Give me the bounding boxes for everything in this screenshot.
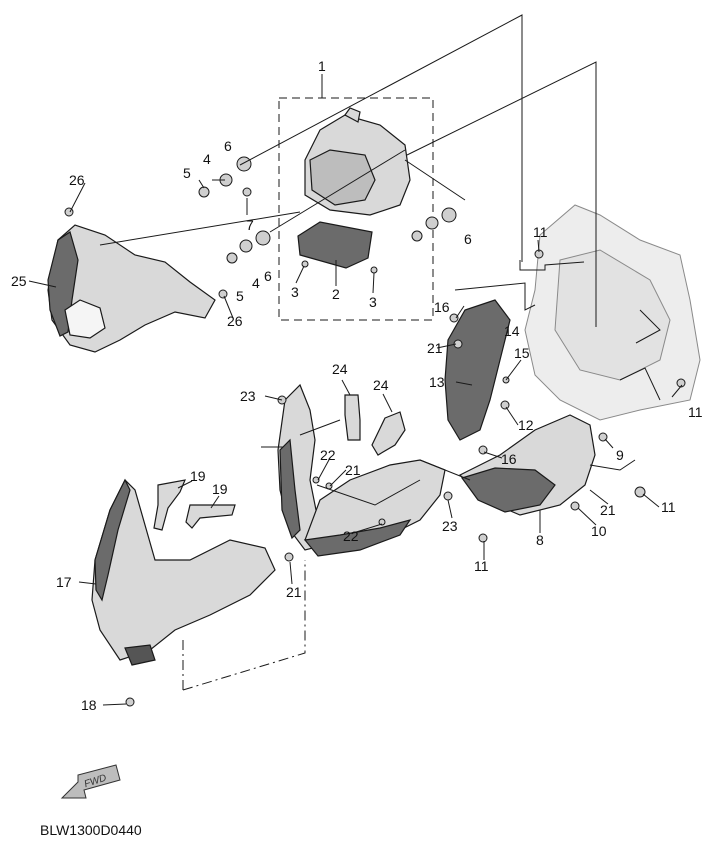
- callout-4-top: 4: [203, 151, 211, 167]
- callout-18: 18: [81, 697, 97, 713]
- callout-15: 15: [514, 345, 530, 361]
- callout-5-top: 5: [183, 165, 191, 181]
- callout-labels: 1 2 3 3 4 4 5 5 6 6 6 7 8 9 10 11 11 11 …: [11, 58, 703, 713]
- callout-11-bottom: 11: [474, 558, 489, 574]
- inner-panel-13: [444, 299, 511, 441]
- callout-14: 14: [504, 323, 520, 339]
- reference-lines: [99, 14, 661, 691]
- drawing-code: BLW1300D0440: [40, 822, 142, 838]
- duct-24-right: [371, 411, 406, 456]
- headlight-group-box: [278, 97, 434, 321]
- callout-24-a: 24: [332, 361, 348, 377]
- callout-22-a: 22: [320, 447, 336, 463]
- callout-21-a: 21: [427, 340, 443, 356]
- inner-cover-left: [277, 383, 326, 551]
- callout-23-a: 23: [240, 388, 256, 404]
- frame-assembly: [524, 204, 701, 421]
- callout-9: 9: [616, 447, 624, 463]
- duct-19-a: [153, 479, 186, 531]
- callout-6-mid: 6: [264, 268, 272, 284]
- fasteners: [64, 156, 686, 707]
- callout-11-lowright: 11: [661, 499, 676, 515]
- callout-19-a: 19: [190, 468, 206, 484]
- duct-19-b: [185, 504, 236, 529]
- side-duct-8: [458, 414, 596, 516]
- side-cowling: [91, 478, 276, 666]
- callout-6-right: 6: [464, 231, 472, 247]
- callout-2: 2: [332, 286, 340, 302]
- upper-cowling: [47, 224, 216, 353]
- callout-3-left: 3: [291, 284, 299, 300]
- callout-8: 8: [536, 532, 544, 548]
- callout-11-right: 11: [688, 404, 703, 420]
- callout-5-mid: 5: [236, 288, 244, 304]
- callout-16-top: 16: [434, 299, 450, 315]
- fwd-arrow-icon: FWD: [60, 764, 121, 799]
- callout-12: 12: [518, 417, 534, 433]
- callout-24-b: 24: [373, 377, 389, 393]
- callout-17: 17: [56, 574, 72, 590]
- callout-1: 1: [318, 58, 326, 74]
- callout-leaders: [28, 74, 683, 706]
- callout-25: 25: [11, 273, 27, 289]
- callout-16-bottom: 16: [501, 451, 517, 467]
- callout-6-top: 6: [224, 138, 232, 154]
- callout-26-right: 26: [227, 313, 243, 329]
- callout-21-b: 21: [345, 462, 361, 478]
- callout-7: 7: [246, 217, 254, 233]
- callout-26-top: 26: [69, 172, 85, 188]
- callout-3-right: 3: [369, 294, 377, 310]
- duct-24-left: [344, 394, 361, 441]
- headlight-unit: [304, 107, 411, 216]
- callout-13: 13: [429, 374, 445, 390]
- callout-23-b: 23: [442, 518, 458, 534]
- callout-21-c: 21: [600, 502, 616, 518]
- callout-21-d: 21: [286, 584, 302, 600]
- inner-cover-center: [303, 459, 446, 557]
- callout-11-top: 11: [533, 224, 548, 240]
- callout-4-mid: 4: [252, 275, 260, 291]
- callout-10: 10: [591, 523, 607, 539]
- callout-19-b: 19: [212, 481, 228, 497]
- callout-22-b: 22: [343, 528, 359, 544]
- headlight-control-unit: [297, 221, 373, 269]
